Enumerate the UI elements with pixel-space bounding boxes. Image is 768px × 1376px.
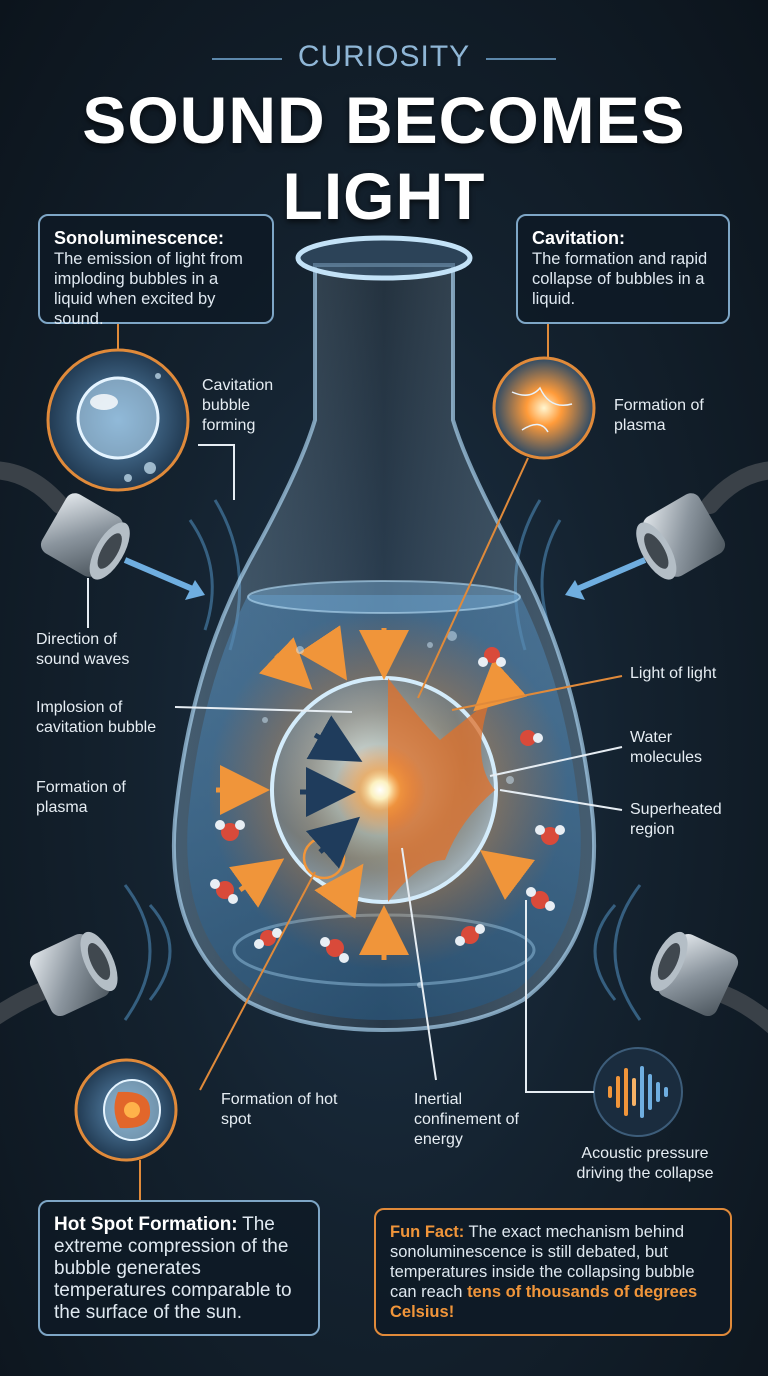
kicker-line-left (212, 58, 282, 60)
hot-spot-text: The extreme compression of the bubble ge… (54, 1214, 292, 1323)
hot-spot-title: Hot Spot Formation: (54, 1214, 238, 1235)
label-cavitation-bubble-forming: Cavitation bubble forming (202, 377, 274, 434)
fun-fact-highlight: tens of thousands of degrees Celsius! (390, 1283, 698, 1321)
hot-spot-circle (74, 1058, 178, 1162)
label-light-of-light: Light of light (630, 665, 717, 682)
label-implosion-of-cavitation-bubble: Implosion of cavitation bubble (36, 699, 157, 736)
plasma-circle (492, 356, 596, 460)
fun-fact-title: Fun Fact: (390, 1223, 465, 1241)
fun-fact-box: Fun Fact: The exact mechanism behind son… (374, 1208, 732, 1336)
kicker-text: CURIOSITY (297, 40, 471, 73)
superheated-section (388, 678, 495, 902)
fun-fact-text: The exact mechanism behind sonoluminesce… (390, 1223, 695, 1301)
hot-spot-box: Hot Spot Formation: The extreme compress… (38, 1200, 320, 1336)
label-superheated-region: Superheated region (630, 801, 722, 838)
transducer-bottom-left (0, 931, 118, 1025)
cavitation-text: The formation and rapid collapse of bubb… (532, 250, 708, 308)
water-molecules (210, 647, 565, 963)
sound-direction-arrows (123, 557, 647, 600)
cavitation-title: Cavitation: (532, 228, 626, 248)
sonoluminescence-title: Sonoluminescence: (54, 228, 225, 248)
label-formation-of-plasma-top: Formation of plasma (614, 397, 704, 434)
implosion-arrows (300, 715, 363, 869)
label-water-molecules: Water molecules (630, 729, 703, 766)
sonoluminescence-box: Sonoluminescence: The emission of light … (38, 214, 274, 328)
page-title: SOUND BECOMES LIGHT (82, 83, 686, 233)
kicker-line-right (486, 58, 556, 60)
acoustic-pressure-circle (593, 1047, 683, 1137)
plasma-core (334, 744, 426, 836)
label-formation-of-hot-spot: Formation of hot spot (221, 1091, 338, 1128)
label-direction-of-sound-waves: Direction of sound waves (36, 631, 130, 668)
label-formation-of-plasma-left: Formation of plasma (36, 779, 126, 816)
label-acoustic-pressure: Acoustic pressure driving the collapse (576, 1145, 714, 1182)
transducer-bottom-right (650, 931, 768, 1034)
pressure-arrows (216, 625, 535, 960)
small-bubbles (262, 631, 514, 988)
leader-lines (87, 322, 623, 1200)
transducer-top-right (636, 461, 768, 580)
sonoluminescence-text: The emission of light from imploding bub… (54, 250, 243, 328)
label-inertial-confinement: Inertial confinement of energy (414, 1091, 519, 1148)
bubble-forming-circle (46, 348, 190, 492)
transducer-top-left (0, 461, 130, 580)
cavitation-box: Cavitation: The formation and rapid coll… (516, 214, 730, 324)
